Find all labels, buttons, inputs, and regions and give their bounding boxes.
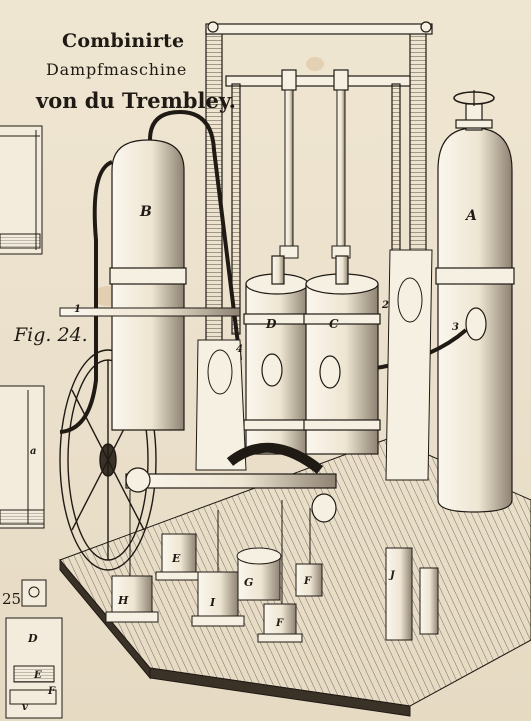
label-1: 1 bbox=[74, 304, 81, 315]
side-brackets bbox=[195, 249, 433, 481]
figure-24-caption: Fig. 24. bbox=[14, 324, 88, 346]
label-side-F: F bbox=[47, 686, 56, 697]
small-cylinders bbox=[105, 490, 439, 643]
label-G: G bbox=[244, 576, 253, 589]
title-line-1: Combinirte bbox=[62, 30, 185, 52]
label-H: H bbox=[117, 594, 129, 607]
cylinder-C bbox=[303, 255, 381, 455]
label-side-E: E bbox=[33, 670, 42, 681]
label-side-v: v bbox=[22, 702, 28, 713]
label-B: B bbox=[139, 204, 152, 220]
label-A: A bbox=[464, 208, 477, 224]
label-E: E bbox=[171, 552, 181, 565]
label-a: a bbox=[30, 446, 36, 457]
label-C: C bbox=[329, 317, 339, 331]
label-2: 2 bbox=[381, 300, 389, 311]
label-side-D: D bbox=[27, 632, 38, 645]
rod-1 bbox=[59, 307, 241, 317]
left-partial-figure-bottom bbox=[5, 579, 63, 719]
title-line-2: Dampfmaschine bbox=[46, 60, 188, 79]
figure-25-caption: 25 bbox=[2, 590, 22, 608]
label-I: I bbox=[209, 596, 216, 609]
label-J: J bbox=[388, 570, 396, 581]
title-line-3: von du Trembley. bbox=[36, 88, 236, 113]
piston-rods bbox=[279, 89, 351, 259]
left-partial-figure-top bbox=[0, 125, 43, 255]
label-F-lower: F bbox=[275, 618, 284, 629]
cylinder-D bbox=[243, 255, 311, 455]
tank-B bbox=[59, 109, 242, 434]
left-partial-figure-middle bbox=[0, 385, 45, 529]
crankshaft bbox=[125, 442, 337, 523]
label-D: D bbox=[265, 317, 277, 331]
label-3: 3 bbox=[452, 322, 459, 333]
part-labels: B A D C E G H I F F J a 1 2 3 4 D E F v bbox=[22, 204, 477, 713]
label-4: 4 bbox=[236, 344, 243, 355]
flywheel bbox=[59, 349, 157, 571]
tank-A bbox=[329, 90, 515, 513]
label-F-upper: F bbox=[303, 576, 312, 587]
